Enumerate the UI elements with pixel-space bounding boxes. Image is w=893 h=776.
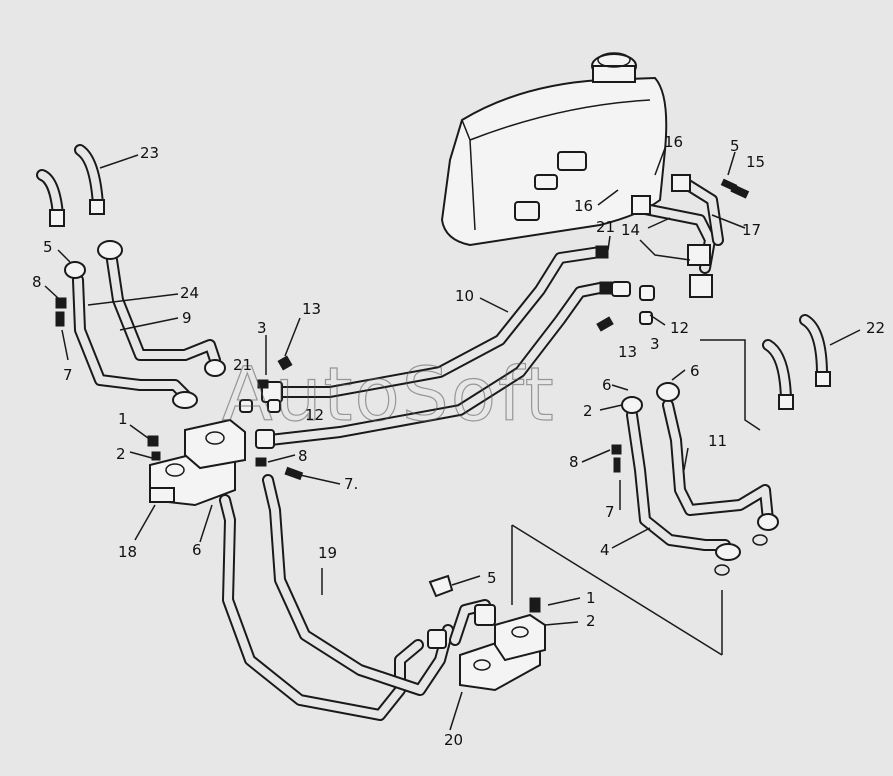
spare-hose-23	[36, 144, 105, 227]
callout-16: 16	[574, 197, 593, 215]
callout-24: 24	[180, 284, 199, 302]
callout-3: 3	[650, 335, 660, 353]
callout-23: 23	[140, 144, 159, 162]
callout-7: 7	[605, 503, 615, 521]
right-hoses	[611, 339, 779, 576]
callout-18: 18	[118, 543, 137, 561]
callout-2: 2	[583, 402, 593, 420]
callout-7: 7	[63, 366, 73, 384]
callout-17: 17	[742, 221, 761, 239]
callout-5: 5	[730, 137, 740, 155]
leader-lines	[44, 147, 861, 731]
left-hoses	[64, 240, 226, 409]
callout-21: 21	[596, 218, 615, 236]
lower-valve-block	[427, 524, 723, 692]
callout-8: 8	[298, 447, 308, 465]
callout-7: 7.	[344, 475, 358, 493]
callout-3: 3	[257, 319, 267, 337]
callout-9: 9	[182, 309, 192, 327]
callout-6: 6	[690, 362, 700, 380]
spare-hose-22	[762, 314, 831, 410]
callout-19: 19	[318, 544, 337, 562]
callout-1: 1	[586, 589, 596, 607]
mid-fittings	[55, 285, 655, 481]
upper-supply-hoses	[255, 245, 631, 449]
callout-12: 12	[305, 406, 324, 424]
callout-16: 16	[664, 133, 683, 151]
callout-5: 5	[43, 238, 53, 256]
callout-10: 10	[455, 287, 474, 305]
callout-8: 8	[569, 453, 579, 471]
callout-2: 2	[586, 612, 596, 630]
callout-6: 6	[602, 376, 612, 394]
tank-outlet-fittings	[631, 174, 750, 298]
callout-11: 11	[708, 432, 727, 450]
callout-13: 13	[302, 300, 321, 318]
callout-4: 4	[600, 541, 610, 559]
callout-20: 20	[444, 731, 463, 749]
callout-2: 2	[116, 445, 126, 463]
callout-8: 8	[32, 273, 42, 291]
callout-15: 15	[746, 153, 765, 171]
callout-21: 21	[233, 356, 252, 374]
callout-5: 5	[487, 569, 497, 587]
callout-14: 14	[621, 221, 640, 239]
callout-13: 13	[618, 343, 637, 361]
callout-1: 1	[118, 410, 128, 428]
callout-12: 12	[670, 319, 689, 337]
callout-22: 22	[866, 319, 885, 337]
callout-6: 6	[192, 541, 202, 559]
callout-labels: 23 5 8 24 9 7 13 3 21 12 1 2 8 7. 18 6 1…	[32, 133, 885, 749]
watermark-text: AutoSoft	[222, 352, 556, 438]
lower-hoses	[219, 474, 491, 721]
hydraulic-tank	[440, 52, 668, 247]
left-valve-block	[147, 418, 246, 507]
